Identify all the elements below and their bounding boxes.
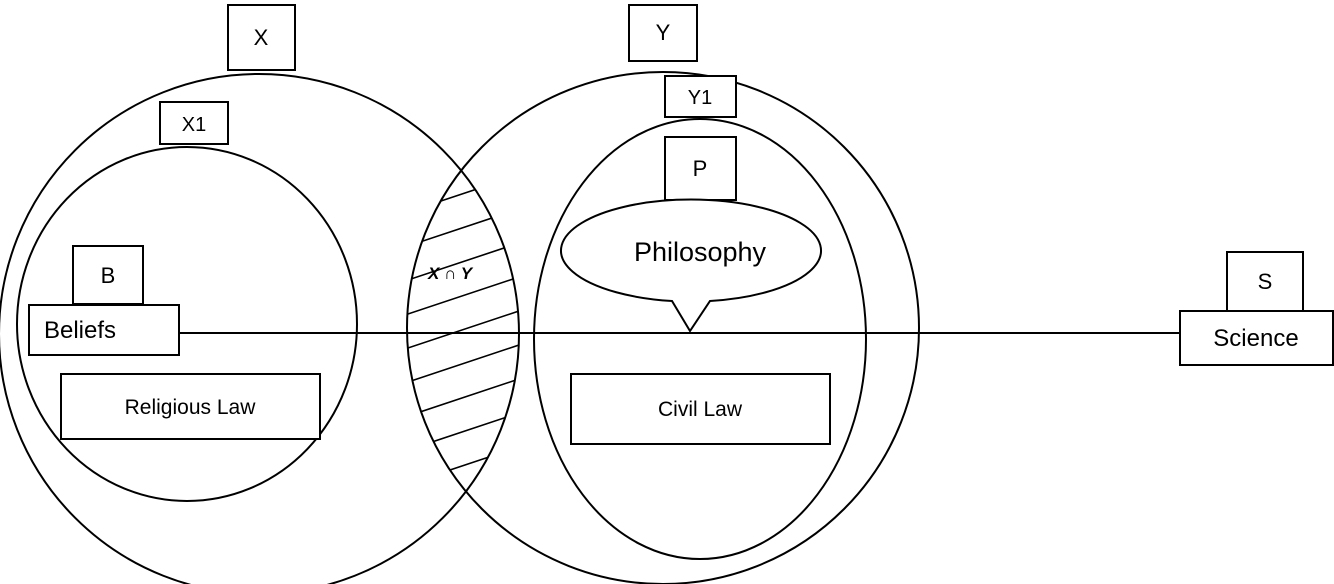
religious-law-box — [60, 373, 321, 440]
set-x1-label: X1 — [182, 114, 206, 136]
set-y-label-box — [628, 4, 698, 62]
religious-law-label: Religious Law — [125, 396, 257, 419]
hatch-line — [407, 473, 519, 535]
hatch-line — [407, 167, 519, 229]
hatch-line — [407, 337, 519, 399]
p-label: P — [693, 156, 708, 181]
philosophy-label: Philosophy — [634, 237, 767, 267]
hatch-line — [407, 405, 519, 467]
set-y1-label-box — [664, 75, 737, 118]
set-y1-label: Y1 — [688, 87, 712, 109]
set-x-label: X — [254, 25, 269, 50]
beliefs-box — [28, 304, 180, 356]
civil-law-label: Civil Law — [658, 398, 743, 421]
set-x-label-box — [227, 4, 296, 71]
b-label: B — [101, 263, 116, 288]
subset-x1-circle — [16, 146, 358, 502]
intersection-label: X ∩ Y — [427, 264, 474, 283]
hatch-line — [407, 371, 519, 433]
set-y-label: Y — [656, 20, 671, 45]
b-label-box — [72, 245, 144, 305]
s-label: S — [1258, 269, 1273, 294]
hatch-line — [407, 201, 519, 263]
p-label-box — [664, 136, 737, 201]
beliefs-label: Beliefs — [44, 317, 116, 344]
civil-law-box — [570, 373, 831, 445]
science-box — [1179, 310, 1334, 366]
subset-y1-ellipse — [533, 118, 867, 560]
philosophy-callout — [560, 198, 822, 333]
s-label-box — [1226, 251, 1304, 312]
science-label: Science — [1213, 325, 1298, 352]
set-x1-label-box — [159, 101, 229, 145]
set-y-circle — [406, 71, 920, 584]
hatch-line — [407, 269, 519, 331]
hatch-line — [407, 99, 519, 161]
hatch-line — [407, 507, 519, 569]
